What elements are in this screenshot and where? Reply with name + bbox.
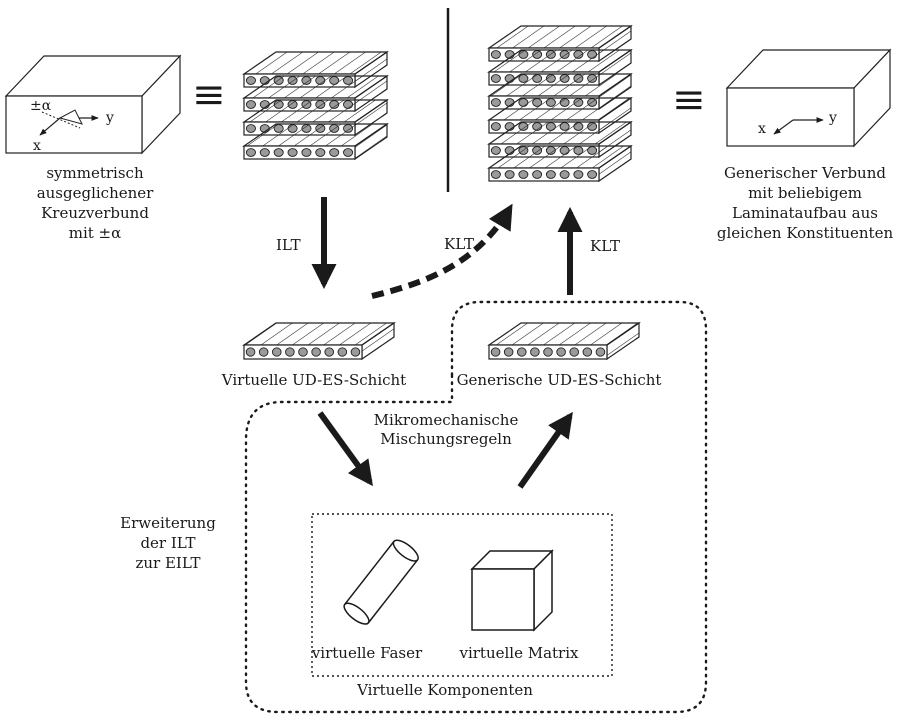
fiber-circle: [245, 76, 256, 85]
fiber-circle: [573, 170, 584, 179]
fiber-circle: [569, 347, 579, 357]
left-caption-line-2: ausgeglichener: [37, 184, 154, 202]
fiber-circle: [245, 100, 256, 109]
fiber-circle: [311, 347, 321, 357]
fiber-label: virtuelle Faser: [311, 644, 423, 662]
fiber-icon: [343, 539, 419, 625]
axis-y-label-right: y: [828, 110, 837, 126]
left-laminate-box: ±α y x: [4, 54, 182, 155]
matrix-cube-icon: [470, 549, 554, 632]
virtual-layer-slab: [242, 321, 396, 361]
fiber-circle: [559, 170, 570, 179]
down-arrow-to-components: [317, 411, 373, 487]
left-caption-line-4: mit ±α: [69, 224, 122, 242]
fiber-circle: [315, 148, 326, 157]
virtual-layer-label: Virtuelle UD-ES-Schicht: [221, 371, 406, 389]
fiber-circle: [343, 148, 354, 157]
extension-line-1: Erweiterung: [120, 514, 216, 532]
equivalence-symbol-left: ≡: [192, 72, 226, 118]
klt-solid-arrow: KLT: [557, 206, 620, 295]
fiber-circle: [504, 170, 515, 179]
fiber-circle: [245, 148, 256, 157]
fiber-circle: [543, 347, 553, 357]
generic-ply-layer: [487, 144, 633, 183]
components-title: Virtuelle Komponenten: [356, 681, 533, 699]
fiber-circle: [245, 347, 256, 357]
axis-y-label-left: y: [105, 110, 114, 126]
eilt-boundary: [244, 300, 708, 714]
mixing-rules-line-1: Mikromechanische: [374, 411, 519, 429]
right-caption-line-3: Laminataufbau aus: [732, 204, 878, 222]
klt-label-solid: KLT: [590, 237, 620, 255]
left-box-axes: [39, 109, 99, 136]
cross-ply-layer: [242, 122, 389, 161]
cross-ply-stack: [242, 50, 389, 161]
fiber-circle: [556, 347, 566, 357]
fiber-circle: [490, 98, 501, 107]
fiber-circle: [545, 170, 556, 179]
fiber-circle: [490, 122, 501, 131]
fiber-circle: [518, 170, 529, 179]
right-caption-line-2: mit beliebigem: [748, 184, 862, 202]
right-box-axes: [773, 117, 824, 135]
fiber-circle: [287, 148, 298, 157]
fiber-circle: [301, 148, 312, 157]
fiber-circle: [490, 74, 501, 83]
matrix-label: virtuelle Matrix: [458, 644, 579, 662]
fiber-circle: [285, 347, 295, 357]
fiber-circle: [273, 148, 284, 157]
generic-stack: [487, 24, 633, 183]
angle-label: ±α: [30, 98, 52, 114]
fiber-circle: [582, 347, 593, 357]
left-caption-line-1: symmetrisch: [46, 164, 144, 182]
klt-dashed-arrow: KLT: [371, 203, 513, 299]
fiber-circle: [324, 347, 334, 357]
fiber-circle: [490, 146, 501, 155]
generic-layer-label: Generische UD-ES-Schicht: [457, 371, 662, 389]
generic-ud-layer: [487, 321, 641, 361]
virtual-ud-layer: [242, 321, 396, 361]
generic-layer-slab: [487, 321, 641, 361]
fiber-circle: [532, 170, 543, 179]
extension-line-2: der ILT: [140, 534, 195, 552]
right-caption-line-4: gleichen Konstituenten: [717, 224, 894, 242]
klt-label-dashed: KLT: [444, 235, 474, 253]
fiber-circle: [245, 124, 256, 133]
fiber-circle: [259, 148, 270, 157]
ilt-arrow: ILT: [276, 197, 337, 290]
left-caption-line-3: Kreuzverbund: [41, 204, 149, 222]
fiber-circle: [329, 148, 340, 157]
fiber-circle: [272, 347, 282, 357]
fiber-circle: [350, 347, 361, 357]
right-caption: Generischer Verbund mit beliebigem Lamin…: [717, 164, 894, 242]
mixing-rules-line-2: Mischungsregeln: [380, 430, 512, 448]
extension-line-3: zur EILT: [135, 554, 200, 572]
fiber-circle: [595, 347, 606, 357]
fiber-circle: [490, 50, 501, 59]
fiber-circle: [490, 170, 501, 179]
ilt-label: ILT: [276, 236, 301, 254]
fiber-circle: [530, 347, 540, 357]
fiber-circle: [298, 347, 308, 357]
left-caption: symmetrisch ausgeglichener Kreuzverbund …: [37, 164, 154, 242]
axis-x-label-left: x: [33, 138, 41, 154]
fiber-circle: [490, 347, 501, 357]
components-box: [311, 513, 613, 677]
fiber-circle: [258, 347, 269, 357]
fiber-circle: [337, 347, 348, 357]
equivalence-symbol-right: ≡: [672, 77, 706, 123]
fiber-circle: [503, 347, 514, 357]
fiber-circle: [517, 347, 527, 357]
axis-x-label-right: x: [758, 121, 766, 137]
up-arrow-from-components: [517, 411, 573, 489]
right-caption-line-1: Generischer Verbund: [724, 164, 886, 182]
fiber-circle: [587, 170, 598, 179]
right-laminate-box: x y: [725, 48, 892, 148]
